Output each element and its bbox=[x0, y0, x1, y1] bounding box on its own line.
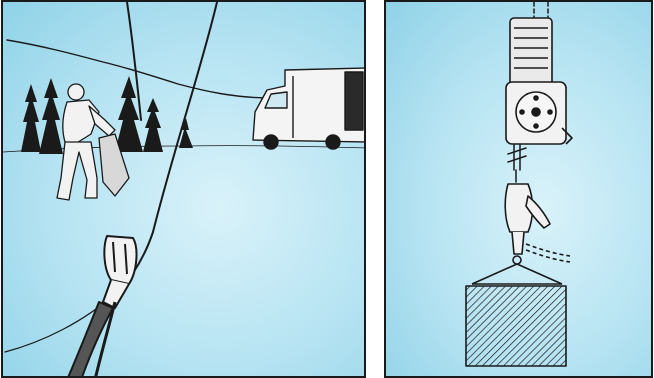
clamp-slots bbox=[112, 241, 128, 275]
motor-fins bbox=[514, 27, 548, 69]
load-assembly bbox=[465, 263, 567, 367]
tree bbox=[179, 118, 193, 148]
chain-strands bbox=[67, 301, 114, 376]
grab-body bbox=[504, 183, 534, 233]
van-rear-window bbox=[344, 71, 364, 131]
tree bbox=[143, 98, 163, 152]
worker-torso bbox=[62, 99, 100, 145]
clamp-link bbox=[102, 279, 130, 309]
van-body bbox=[252, 67, 364, 143]
suspended-load bbox=[465, 285, 567, 367]
van-rear-wheel bbox=[325, 134, 341, 150]
winch bbox=[505, 17, 573, 145]
worker-head bbox=[67, 83, 85, 101]
illustration-panel-left bbox=[1, 0, 366, 378]
grab-link bbox=[511, 231, 525, 255]
tail-rope-dashed bbox=[525, 249, 571, 263]
cable bbox=[507, 143, 527, 183]
rope-bag bbox=[98, 133, 130, 197]
sling-lines bbox=[471, 263, 563, 285]
hook-ring bbox=[512, 255, 522, 265]
tail-rope-dashed bbox=[525, 243, 571, 257]
chain-strand bbox=[94, 301, 117, 376]
tree bbox=[21, 84, 41, 152]
tree bbox=[115, 76, 143, 152]
outdoor-rope-scene bbox=[3, 2, 364, 376]
van-front-wheel bbox=[263, 134, 279, 150]
van-windshield bbox=[264, 91, 288, 109]
worker-legs bbox=[56, 141, 98, 201]
tag-line bbox=[126, 2, 142, 121]
main-rope bbox=[152, 2, 218, 233]
van bbox=[252, 67, 364, 150]
clamp-body bbox=[103, 235, 138, 285]
drum-hub bbox=[531, 107, 541, 117]
worker-figure bbox=[56, 83, 130, 201]
winch-lift-scene bbox=[465, 2, 573, 367]
illustration-panel-right bbox=[384, 0, 653, 378]
tree bbox=[39, 78, 63, 154]
hill-line bbox=[6, 39, 266, 99]
rope-grab bbox=[504, 183, 571, 265]
grab-lever bbox=[525, 195, 551, 229]
winch-handle bbox=[561, 127, 573, 145]
trees bbox=[21, 76, 193, 154]
worker-arm bbox=[88, 105, 116, 137]
drum-bolts bbox=[519, 95, 553, 129]
cable-break-marks bbox=[507, 147, 527, 163]
rope-clamp bbox=[67, 235, 138, 376]
